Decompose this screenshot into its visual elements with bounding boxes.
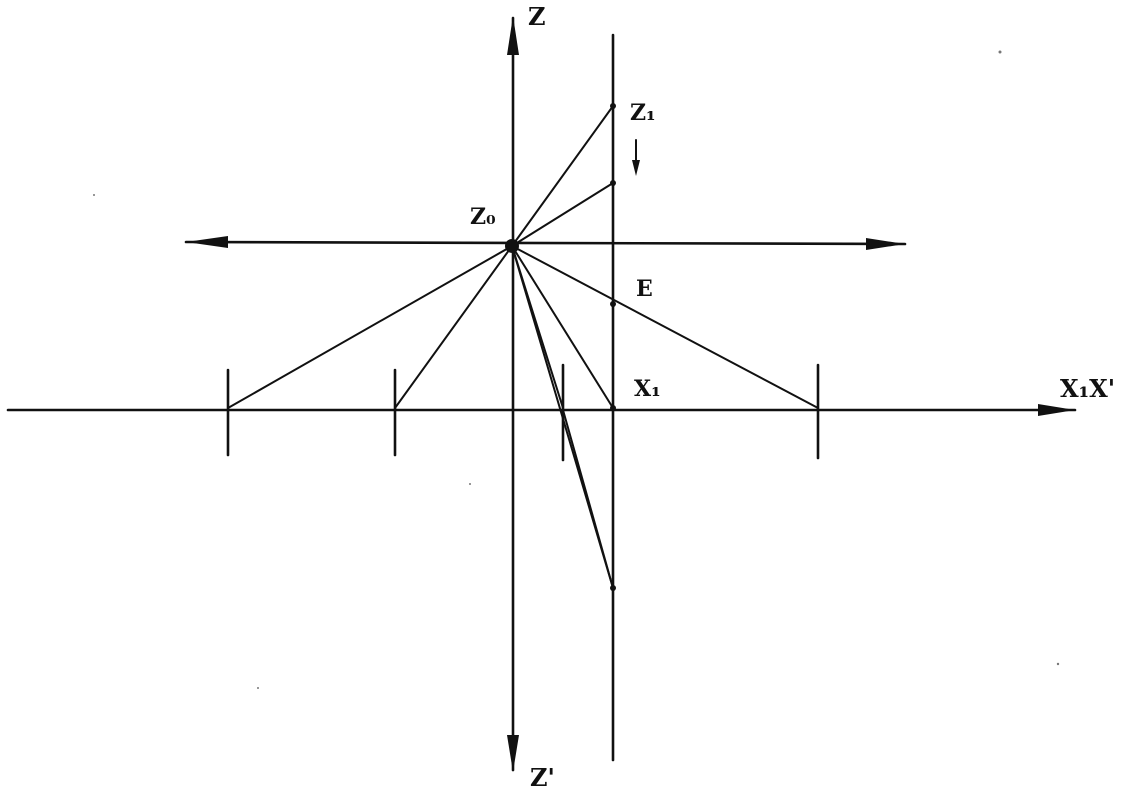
z1-point (610, 103, 616, 109)
label-z-top: Z (528, 2, 546, 31)
ray-to-z1 (511, 105, 614, 247)
point-e (610, 301, 616, 307)
label-x-axis: X₁X' (1060, 374, 1115, 403)
upper-left-arrowhead (186, 236, 228, 248)
label-point-e: Е (636, 276, 653, 302)
ray-to-x1 (511, 245, 614, 409)
label-x1: X₁ (634, 376, 661, 402)
x-axis-arrowhead (1038, 404, 1075, 416)
scan-speck (257, 687, 259, 689)
ray-to-tick-4 (511, 245, 819, 409)
ray-to-tick-1 (227, 245, 513, 409)
z-axis-top-arrowhead (507, 16, 519, 55)
scan-speck (469, 483, 471, 485)
label-z-bottom: Z' (530, 763, 555, 792)
ray-to-upper-point (511, 182, 614, 247)
ray-to-tick-2 (394, 245, 513, 409)
z1-marker-arrowhead (632, 160, 640, 176)
scan-speck (1056, 662, 1060, 666)
label-z0: Z₀ (470, 204, 496, 230)
upper-point (610, 180, 616, 186)
label-z1: Z₁ (630, 100, 656, 126)
lower-point (610, 585, 616, 591)
x1-point (610, 405, 616, 411)
z-axis-bottom-arrowhead (507, 735, 519, 772)
scan-speck (998, 50, 1002, 54)
scan-speck (93, 194, 95, 196)
z0-point (505, 239, 519, 253)
upper-horizontal-line (184, 240, 907, 246)
upper-right-arrowhead (866, 238, 905, 250)
segment-tick3-lower-point (562, 409, 614, 589)
